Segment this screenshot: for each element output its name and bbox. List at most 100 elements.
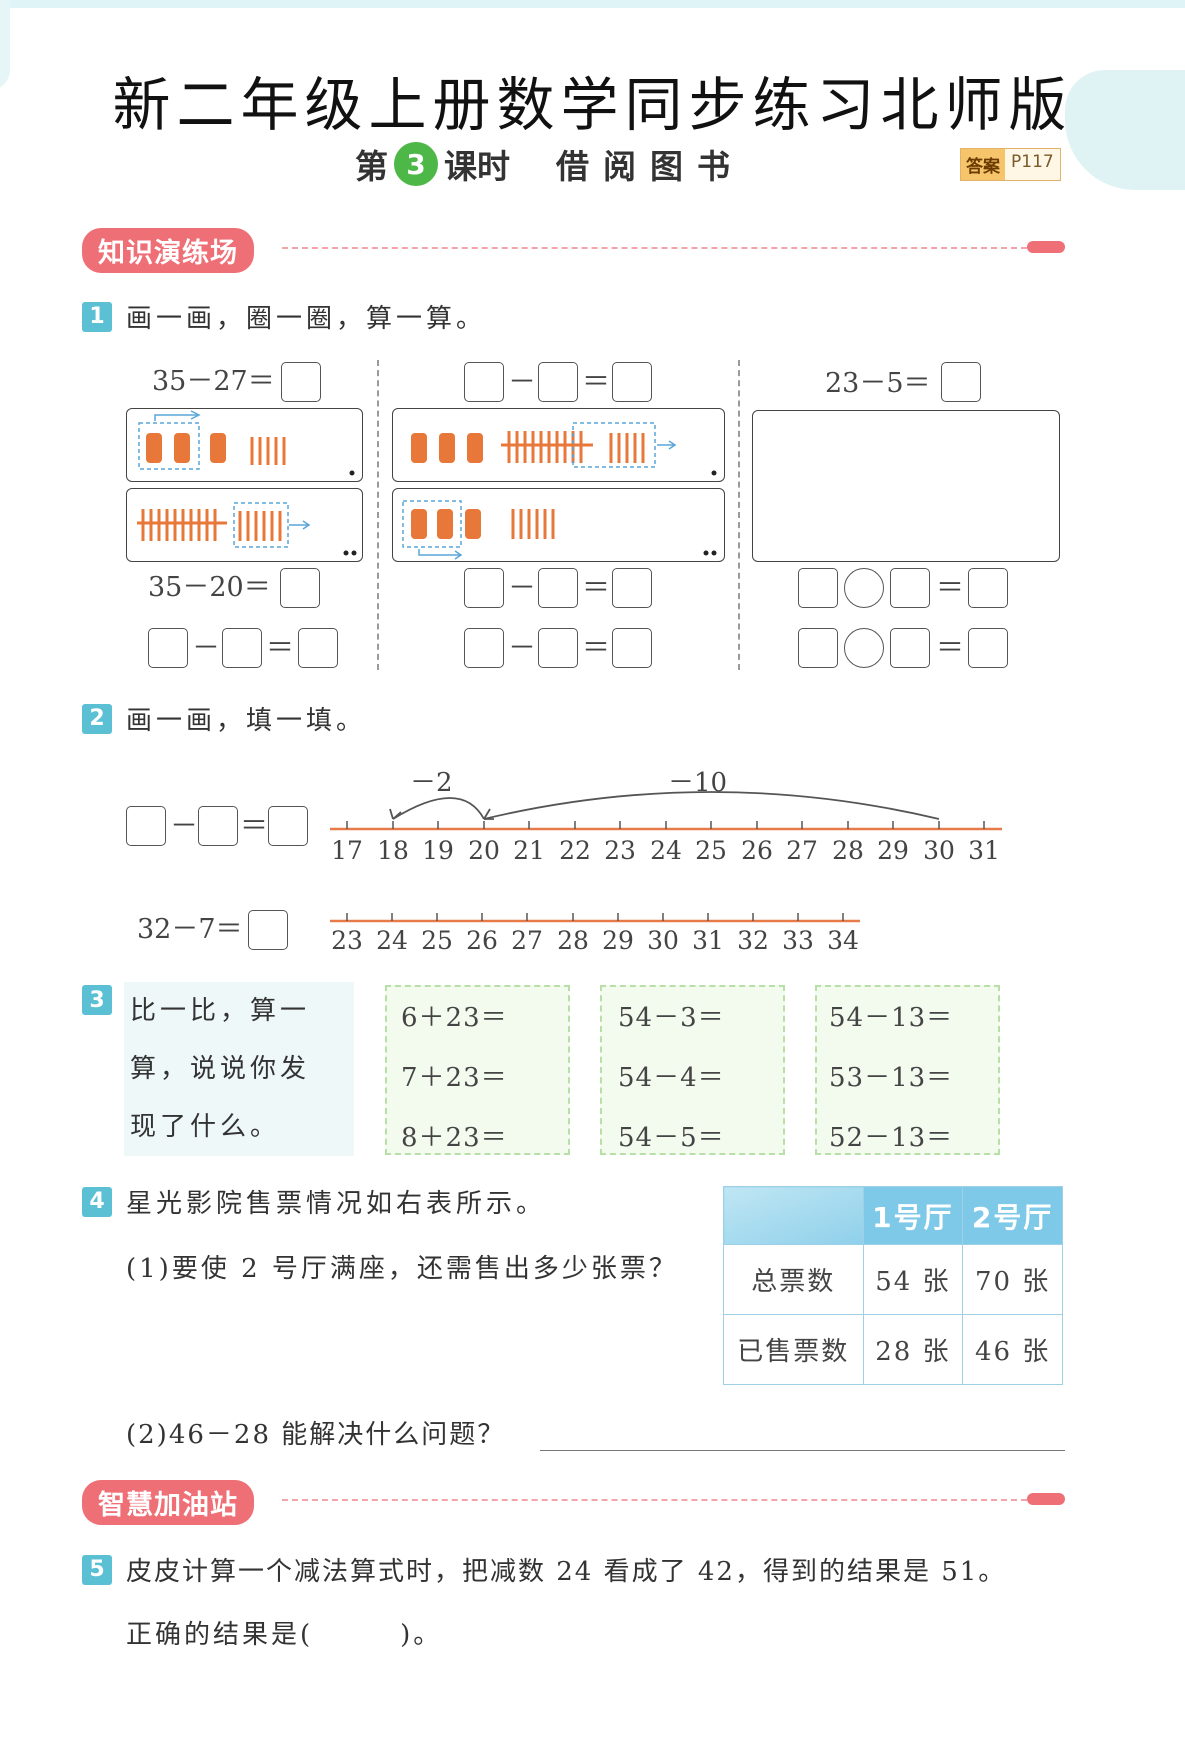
drawing-panel — [392, 488, 725, 562]
question-text: 画一画，圈一圈，算一算。 — [126, 304, 487, 334]
answer-box[interactable] — [126, 806, 166, 846]
tick-label: 25 — [695, 836, 727, 865]
top-decoration-bar — [0, 0, 1185, 8]
answer-box[interactable] — [612, 568, 652, 608]
operator-circle[interactable] — [844, 628, 884, 668]
tick-label: 23 — [331, 926, 363, 955]
pencil-icon — [1027, 241, 1065, 253]
prompt-line: 现了什么。 — [124, 1098, 354, 1156]
calc-expression: 52－13＝ — [829, 1123, 954, 1153]
sticks-drawing — [137, 502, 357, 556]
tick-label: 24 — [376, 926, 408, 955]
bundles-sticks-drawing — [138, 410, 355, 476]
answer-box[interactable] — [222, 628, 262, 668]
answer-box[interactable] — [148, 628, 188, 668]
tick-label: 28 — [557, 926, 589, 955]
bundle-icon — [411, 509, 427, 539]
tick-label: 30 — [647, 926, 679, 955]
answer-box[interactable] — [538, 568, 578, 608]
drawing-area[interactable] — [752, 410, 1060, 562]
minus-sign: － — [192, 631, 221, 664]
answer-key-tag: 答案 P117 — [960, 148, 1061, 181]
question-5: 5 皮皮计算一个减法算式时，把减数 24 看成了 42，得到的结果是 51。 — [82, 1551, 1006, 1588]
section-divider — [282, 1499, 1027, 1501]
tick-label: 22 — [559, 836, 591, 865]
equals-sign: ＝ — [936, 571, 965, 604]
jump-label: －2 — [410, 768, 453, 798]
tick-label: 31 — [692, 926, 724, 955]
calc-group: 54－13＝ 53－13＝ 52－13＝ — [815, 985, 1000, 1155]
minus-sign: － — [508, 571, 537, 604]
question-number: 5 — [82, 1554, 112, 1585]
bundle-icon — [467, 433, 483, 463]
question-4: 4 星光影院售票情况如右表所示。 — [82, 1183, 546, 1220]
answer-box[interactable] — [968, 568, 1008, 608]
number-line-ticks — [346, 821, 985, 829]
equals-sign: ＝ — [582, 571, 611, 604]
lesson-name: 借阅图书 — [556, 147, 744, 186]
question-text: 星光影院售票情况如右表所示。 — [126, 1189, 547, 1219]
drawing-panel — [126, 488, 363, 562]
answer-box[interactable] — [941, 362, 981, 402]
sub-question-1: (1)要使 2 号厅满座，还需售出多少张票？ — [126, 1254, 678, 1284]
equation-text: 35－27＝ — [152, 366, 275, 397]
arrow-icon — [657, 440, 677, 450]
arrow-icon — [289, 520, 311, 530]
answer-box[interactable] — [612, 628, 652, 668]
question-number: 4 — [82, 1186, 112, 1217]
calc-expression: 8＋23＝ — [401, 1123, 508, 1153]
equals-sign: ＝ — [936, 631, 965, 664]
answer-box[interactable] — [464, 362, 504, 402]
arrow-icon — [418, 549, 463, 560]
lesson-title: 第 3 课时 借阅图书 — [355, 140, 744, 188]
answer-box[interactable] — [280, 568, 320, 608]
arrow-head-icon — [389, 808, 402, 820]
table-cell: 46 张 — [962, 1314, 1063, 1385]
table-cell: 70 张 — [962, 1244, 1063, 1315]
answer-box[interactable] — [968, 628, 1008, 668]
bundle-icon — [465, 509, 481, 539]
table-row: 已售票数 28 张 46 张 — [723, 1314, 1063, 1385]
ticket-table: 1号厅 2号厅 总票数 54 张 70 张 已售票数 28 张 46 张 — [723, 1186, 1063, 1385]
operator-circle[interactable] — [844, 568, 884, 608]
answer-line[interactable] — [540, 1450, 1065, 1451]
minus-sign: － — [508, 631, 537, 664]
answer-box[interactable] — [464, 628, 504, 668]
calc-group: 6＋23＝ 7＋23＝ 8＋23＝ — [385, 985, 570, 1155]
answer-box[interactable] — [798, 568, 838, 608]
answer-key-page: P117 — [1005, 149, 1060, 180]
answer-box[interactable] — [464, 568, 504, 608]
question-2: 2 画一画，填一填。 — [82, 700, 366, 737]
dot-mark — [711, 550, 717, 556]
minus-sign: － — [508, 365, 537, 398]
question-5-answer[interactable]: 正确的结果是( )。 — [126, 1620, 443, 1650]
answer-box[interactable] — [538, 628, 578, 668]
tick-label: 28 — [832, 836, 864, 865]
answer-box[interactable] — [248, 910, 288, 950]
answer-box[interactable] — [890, 568, 930, 608]
section-title-knowledge: 知识演练场 — [82, 228, 254, 273]
tick-label: 26 — [741, 836, 773, 865]
lesson-number-badge: 3 — [394, 142, 438, 186]
calc-expression: 54－4＝ — [618, 1063, 725, 1093]
table-cell: 28 张 — [862, 1314, 964, 1385]
calc-expression: 54－13＝ — [829, 1003, 954, 1033]
answer-box[interactable] — [268, 806, 308, 846]
tick-label: 21 — [513, 836, 545, 865]
answer-box[interactable] — [198, 806, 238, 846]
answer-box[interactable] — [890, 628, 930, 668]
tick-label: 24 — [650, 836, 682, 865]
answer-box[interactable] — [798, 628, 838, 668]
question-1: 1 画一画，圈一圈，算一算。 — [82, 298, 486, 335]
equals-sign: ＝ — [582, 365, 611, 398]
calc-expression: 54－5＝ — [618, 1123, 725, 1153]
answer-box[interactable] — [298, 628, 338, 668]
answer-box[interactable] — [612, 362, 652, 402]
sticks-icon — [501, 431, 645, 463]
answer-box[interactable] — [538, 362, 578, 402]
answer-box[interactable] — [281, 362, 321, 402]
bundle-icon — [437, 509, 453, 539]
dot-mark — [349, 470, 355, 476]
number-line-1 — [330, 791, 1002, 831]
answer-key-label: 答案 — [961, 149, 1005, 180]
